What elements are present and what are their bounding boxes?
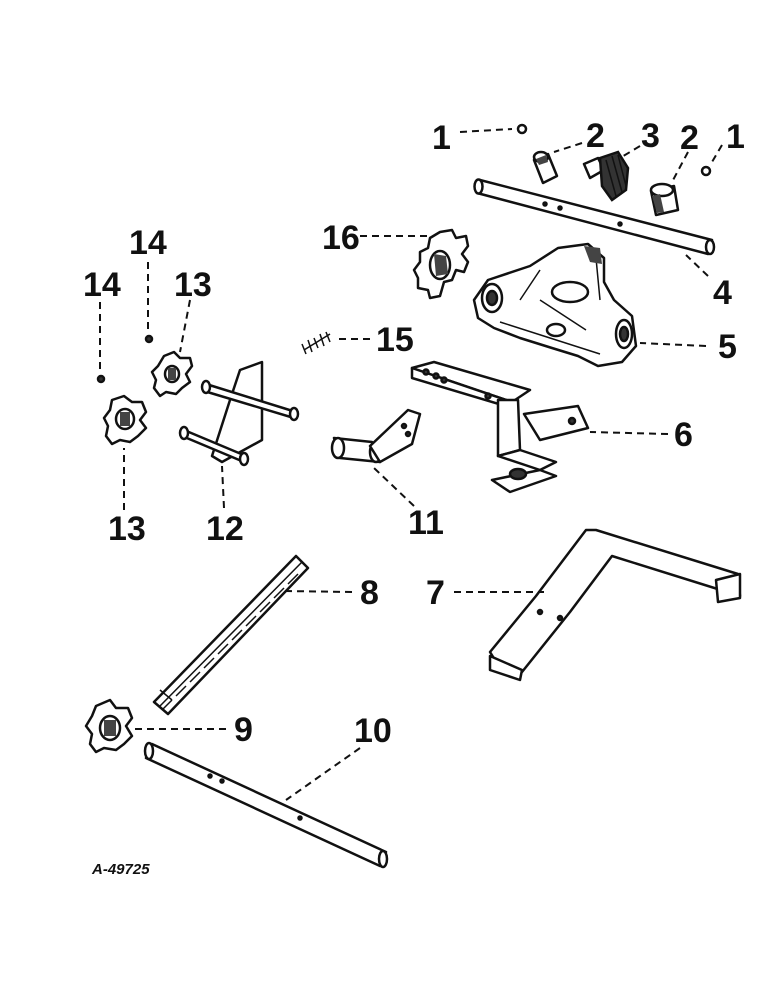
leader-10: [285, 747, 361, 801]
callout-6: 6: [674, 416, 693, 454]
leader-3: [619, 145, 641, 159]
callout-2-left: 2: [586, 117, 605, 155]
callout-15: 15: [376, 321, 414, 359]
leader-1-left: [459, 128, 513, 133]
leader-2-left: [553, 142, 583, 153]
leader-1-right: [711, 144, 723, 163]
bent-bar-part-7: [488, 528, 742, 682]
callout-11: 11: [408, 504, 444, 542]
pin-part-14-upper: [144, 334, 154, 344]
callout-3: 3: [641, 117, 660, 155]
callout-14-upper: 14: [129, 224, 167, 262]
leader-11: [373, 467, 415, 507]
callout-14-lower: 14: [83, 266, 121, 304]
spring-part-15: [301, 331, 331, 355]
callout-16: 16: [322, 219, 360, 257]
callout-9: 9: [234, 711, 253, 749]
figure-id: A-49725: [91, 861, 150, 878]
leader-8: [283, 590, 353, 593]
callout-1-left: 1: [432, 119, 451, 157]
shaft-part-10: [143, 741, 389, 869]
sprocket-part-16: [412, 228, 470, 300]
leader-4: [685, 254, 709, 277]
pin-part-1-right: [700, 165, 712, 177]
callout-13-upper: 13: [174, 266, 212, 304]
roller-chain-part-8: [152, 554, 310, 716]
leader-5: [639, 342, 707, 347]
leader-13-upper: [179, 299, 191, 353]
shaft-part-4: [473, 178, 716, 256]
bushing-part-2-right: [649, 182, 680, 217]
sprocket-part-13-upper: [150, 350, 194, 398]
arm-part-11: [330, 408, 422, 464]
pin-part-14-lower: [96, 374, 106, 384]
callout-13-lower: 13: [108, 510, 146, 548]
callout-labels: 1 2 3 2 1 4 16 5 15 6 14 14 13 13 12 11 …: [83, 117, 745, 750]
sprocket-part-9: [84, 698, 134, 754]
bevel-gear-part-3: [582, 150, 630, 202]
leader-6: [589, 431, 669, 435]
shaft-plate-part-12: [178, 360, 300, 467]
callout-7: 7: [426, 574, 445, 612]
callout-8: 8: [360, 574, 379, 612]
callout-5: 5: [718, 328, 737, 366]
bushing-part-2-left: [532, 150, 559, 185]
callout-10: 10: [354, 712, 392, 750]
sprocket-part-13-lower: [102, 394, 148, 446]
leader-2-right: [671, 151, 689, 183]
leader-12: [221, 465, 225, 509]
callout-4: 4: [713, 274, 732, 312]
bracket-part-6: [410, 360, 590, 494]
pin-part-1-left: [516, 123, 528, 135]
leader-lines: [99, 128, 723, 801]
callout-2-right: 2: [680, 119, 699, 157]
callout-1-right: 1: [726, 118, 745, 156]
gear-housing-part-5: [472, 242, 638, 368]
callout-12: 12: [206, 510, 244, 548]
